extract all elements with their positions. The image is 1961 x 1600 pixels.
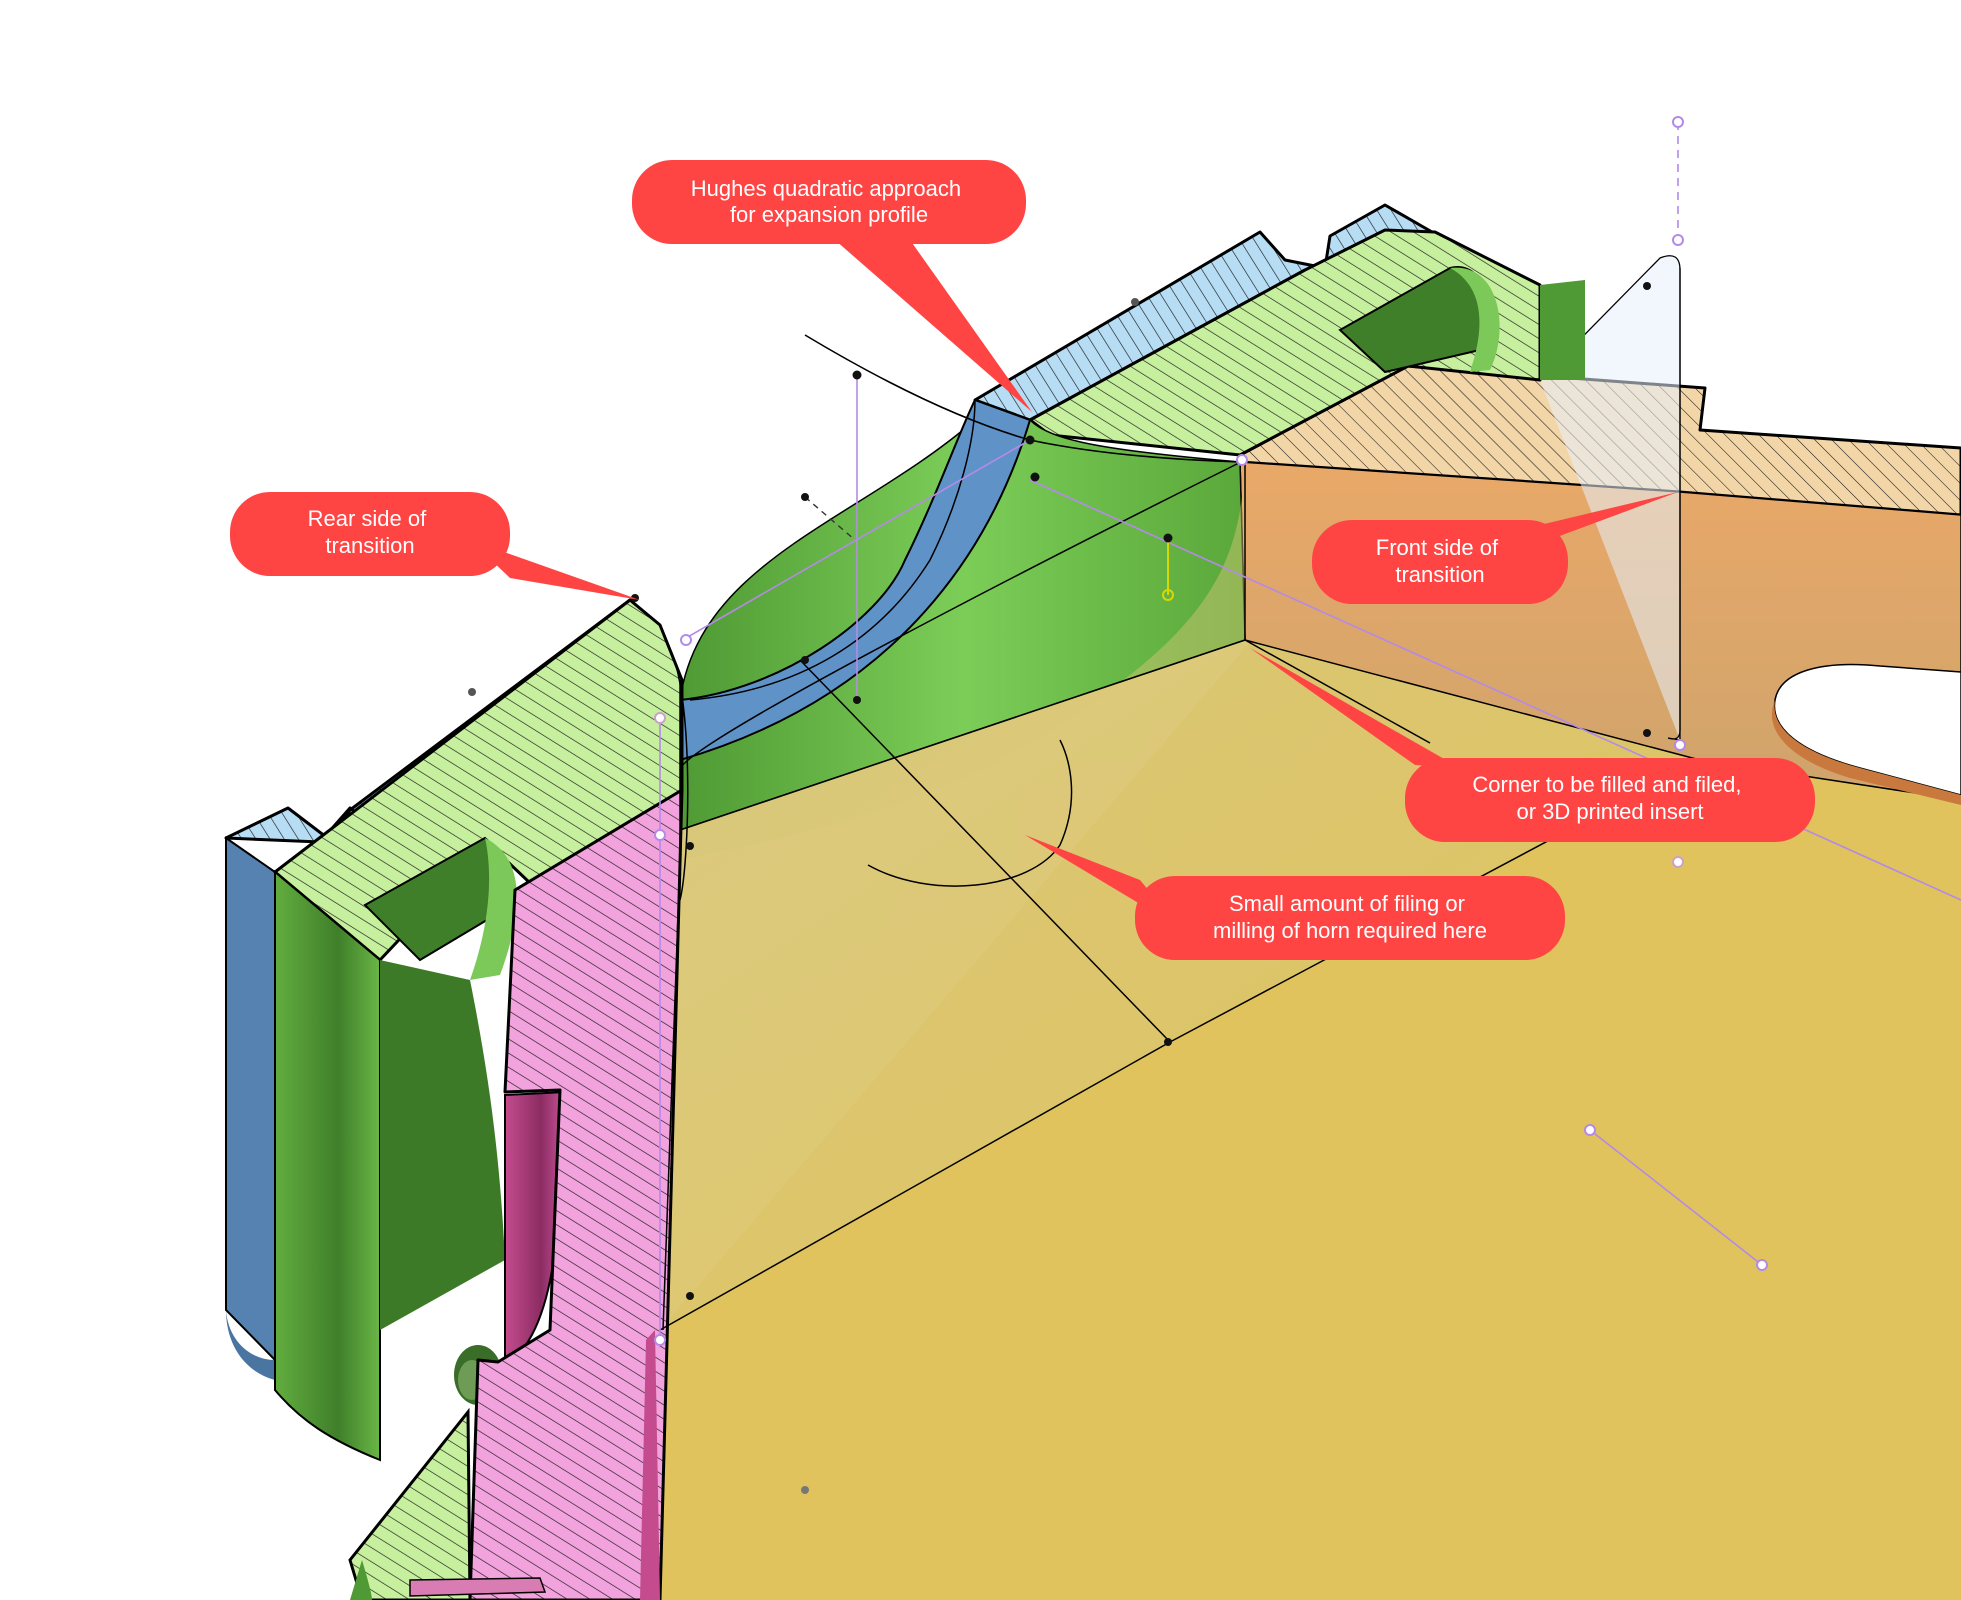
expansion-transition-face <box>679 419 1246 832</box>
svg-text:Rear side of transition: Rear side of transition <box>308 506 433 558</box>
construction-lines <box>659 122 1961 1340</box>
sketch-handles <box>654 116 1768 1346</box>
pink-flange-section <box>468 788 684 1600</box>
callout-rear-line-2: transition <box>325 533 414 558</box>
callout-filing-line-1: Small amount of filing or <box>1229 891 1465 916</box>
left-wall-green-face <box>274 869 381 1462</box>
slot-opening <box>1773 663 1961 796</box>
sketch-points <box>468 282 1651 1494</box>
callout-front-line-2: transition <box>1395 562 1484 587</box>
transition-overlay <box>680 460 1245 860</box>
callout-filing-line-2: milling of horn required here <box>1213 918 1487 943</box>
callout-front-line-1: Front side of <box>1376 535 1499 560</box>
flange-slot <box>409 1577 547 1597</box>
horn-floor-face <box>640 642 1961 1600</box>
callout-corner-line-1: Corner to be filled and filed, <box>1472 772 1741 797</box>
svg-text:Corner to be filled and filed,: Corner to be filled and filed, or 3D pri… <box>1472 772 1747 824</box>
callout-hughes: Hughes quadratic approach for expansion … <box>632 160 1032 412</box>
svg-text:Front side of transition: Front side of transition <box>1376 535 1504 587</box>
svg-text:Small amount of filing or: Small amount of filing or milling of hor… <box>1213 891 1487 943</box>
callout-corner: Corner to be filled and filed, or 3D pri… <box>1250 648 1815 842</box>
svg-text:Hughes quadratic approach: Hughes quadratic approach for expansion … <box>691 176 967 227</box>
model-edges <box>659 459 1701 1331</box>
callout-rear: Rear side of transition <box>230 492 640 600</box>
callout-hughes-line-2: for expansion profile <box>730 202 928 227</box>
slot-shadow <box>1771 700 1961 805</box>
back-wall-rear-face <box>1540 280 1585 380</box>
left-wall-blue-face <box>225 836 276 1363</box>
callout-corner-line-2: or 3D printed insert <box>1516 799 1703 824</box>
arch-inner-edge <box>689 399 976 701</box>
callout-front: Front side of transition <box>1312 492 1678 604</box>
callout-filing: Small amount of filing or milling of hor… <box>1025 835 1565 960</box>
callout-hughes-line-1: Hughes quadratic approach <box>691 176 961 201</box>
callout-rear-line-1: Rear side of <box>308 506 428 531</box>
